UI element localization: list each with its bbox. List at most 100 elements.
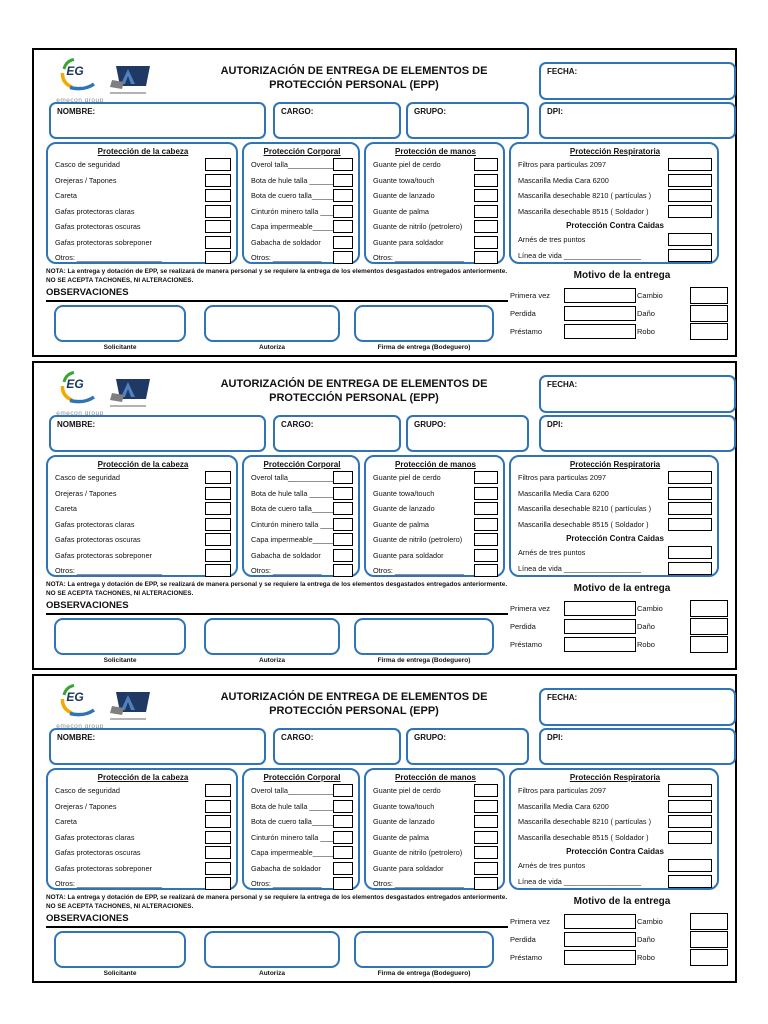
signature-box-solicitante[interactable] [54, 931, 186, 968]
item-checkbox[interactable] [205, 784, 231, 798]
item-checkbox[interactable] [474, 251, 498, 265]
item-checkbox[interactable] [474, 861, 498, 875]
item-checkbox[interactable] [668, 233, 712, 247]
item-checkbox[interactable] [474, 799, 498, 813]
nombre-field[interactable]: NOMBRE: [49, 415, 266, 452]
signature-box-bodeguero[interactable] [354, 931, 494, 968]
item-checkbox[interactable] [333, 861, 353, 875]
item-checkbox[interactable] [333, 830, 353, 844]
motivo-checkbox[interactable] [564, 600, 636, 616]
item-checkbox[interactable] [474, 517, 498, 531]
item-checkbox[interactable] [668, 248, 712, 262]
item-checkbox[interactable] [333, 784, 353, 798]
item-checkbox[interactable] [474, 564, 498, 578]
item-checkbox[interactable] [668, 815, 712, 829]
item-checkbox[interactable] [205, 830, 231, 844]
item-checkbox[interactable] [668, 158, 712, 172]
motivo-checkbox[interactable] [564, 305, 636, 321]
item-checkbox[interactable] [333, 251, 353, 265]
item-checkbox[interactable] [333, 877, 353, 891]
cargo-field[interactable]: CARGO: [273, 728, 401, 765]
item-checkbox[interactable] [474, 784, 498, 798]
item-checkbox[interactable] [205, 502, 231, 516]
grupo-field[interactable]: GRUPO: [406, 415, 529, 452]
item-checkbox[interactable] [333, 173, 353, 187]
item-checkbox[interactable] [668, 830, 712, 844]
item-checkbox[interactable] [474, 471, 498, 485]
item-checkbox[interactable] [474, 486, 498, 500]
item-checkbox[interactable] [205, 471, 231, 485]
item-checkbox[interactable] [474, 189, 498, 203]
item-checkbox[interactable] [333, 533, 353, 547]
fecha-field[interactable]: FECHA: [539, 62, 736, 100]
item-checkbox[interactable] [205, 251, 231, 265]
nombre-field[interactable]: NOMBRE: [49, 728, 266, 765]
item-checkbox[interactable] [333, 471, 353, 485]
fecha-field[interactable]: FECHA: [539, 375, 736, 413]
signature-box-solicitante[interactable] [54, 305, 186, 342]
item-checkbox[interactable] [474, 548, 498, 562]
item-checkbox[interactable] [205, 486, 231, 500]
item-checkbox[interactable] [474, 158, 498, 172]
item-checkbox[interactable] [668, 502, 712, 516]
signature-box-autoriza[interactable] [204, 931, 340, 968]
item-checkbox[interactable] [205, 517, 231, 531]
dpi-field[interactable]: DPI: [539, 102, 736, 139]
motivo-checkbox[interactable] [690, 286, 728, 304]
item-checkbox[interactable] [474, 204, 498, 218]
item-checkbox[interactable] [205, 877, 231, 891]
item-checkbox[interactable] [668, 471, 712, 485]
item-checkbox[interactable] [474, 235, 498, 249]
nombre-field[interactable]: NOMBRE: [49, 102, 266, 139]
item-checkbox[interactable] [205, 235, 231, 249]
item-checkbox[interactable] [333, 846, 353, 860]
motivo-checkbox[interactable] [564, 323, 636, 339]
item-checkbox[interactable] [668, 486, 712, 500]
item-checkbox[interactable] [474, 877, 498, 891]
item-checkbox[interactable] [333, 502, 353, 516]
motivo-checkbox[interactable] [690, 912, 728, 930]
item-checkbox[interactable] [474, 815, 498, 829]
item-checkbox[interactable] [333, 815, 353, 829]
item-checkbox[interactable] [205, 846, 231, 860]
dpi-field[interactable]: DPI: [539, 415, 736, 452]
signature-box-solicitante[interactable] [54, 618, 186, 655]
item-checkbox[interactable] [333, 548, 353, 562]
item-checkbox[interactable] [474, 533, 498, 547]
item-checkbox[interactable] [333, 799, 353, 813]
item-checkbox[interactable] [333, 486, 353, 500]
item-checkbox[interactable] [668, 546, 712, 560]
item-checkbox[interactable] [474, 173, 498, 187]
motivo-checkbox[interactable] [564, 949, 636, 965]
item-checkbox[interactable] [668, 561, 712, 575]
item-checkbox[interactable] [668, 784, 712, 798]
item-checkbox[interactable] [205, 548, 231, 562]
item-checkbox[interactable] [333, 189, 353, 203]
fecha-field[interactable]: FECHA: [539, 688, 736, 726]
item-checkbox[interactable] [333, 517, 353, 531]
item-checkbox[interactable] [333, 204, 353, 218]
item-checkbox[interactable] [333, 564, 353, 578]
signature-box-autoriza[interactable] [204, 305, 340, 342]
item-checkbox[interactable] [668, 799, 712, 813]
item-checkbox[interactable] [333, 220, 353, 234]
item-checkbox[interactable] [668, 874, 712, 888]
item-checkbox[interactable] [205, 173, 231, 187]
motivo-checkbox[interactable] [690, 635, 728, 653]
item-checkbox[interactable] [668, 173, 712, 187]
motivo-checkbox[interactable] [564, 931, 636, 947]
motivo-checkbox[interactable] [690, 304, 728, 322]
item-checkbox[interactable] [205, 799, 231, 813]
item-checkbox[interactable] [205, 220, 231, 234]
item-checkbox[interactable] [668, 859, 712, 873]
item-checkbox[interactable] [205, 189, 231, 203]
item-checkbox[interactable] [333, 158, 353, 172]
motivo-checkbox[interactable] [690, 948, 728, 966]
item-checkbox[interactable] [205, 815, 231, 829]
item-checkbox[interactable] [205, 564, 231, 578]
item-checkbox[interactable] [205, 158, 231, 172]
motivo-checkbox[interactable] [564, 913, 636, 929]
item-checkbox[interactable] [474, 830, 498, 844]
cargo-field[interactable]: CARGO: [273, 415, 401, 452]
item-checkbox[interactable] [474, 846, 498, 860]
